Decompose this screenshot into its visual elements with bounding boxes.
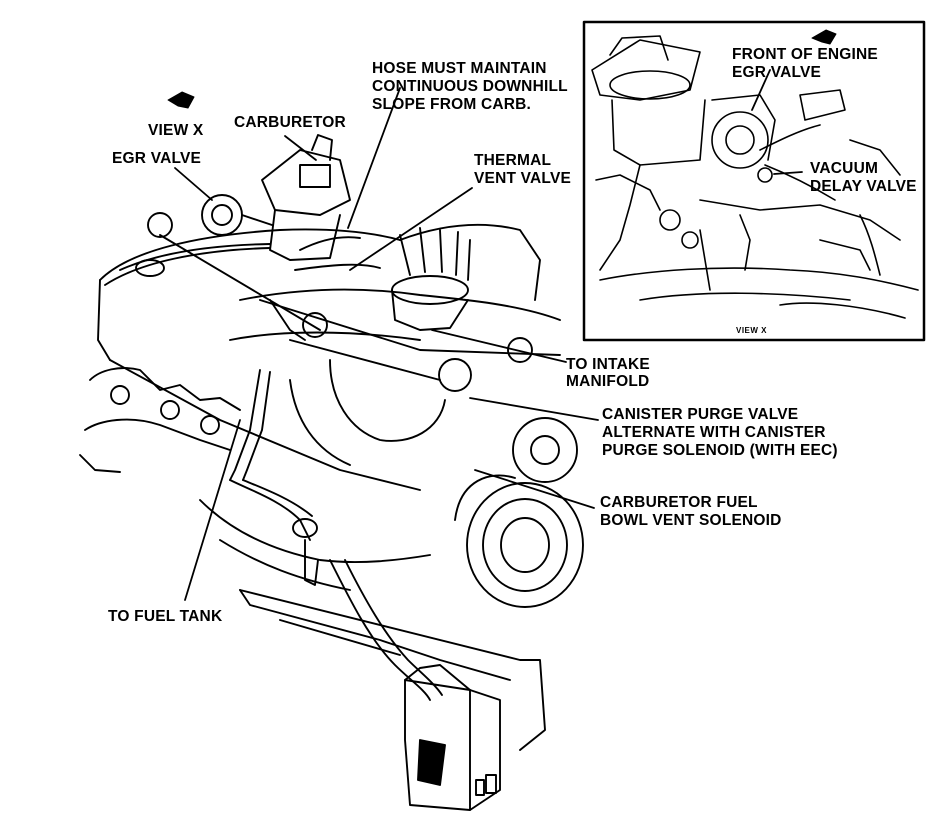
hose-note-line-3: SLOPE FROM CARB. bbox=[372, 96, 532, 113]
egr-valve-label: EGR VALVE bbox=[112, 150, 202, 167]
inset-front-of-engine-label: FRONT OF ENGINE bbox=[732, 46, 878, 63]
intake-line-1: TO INTAKE bbox=[566, 356, 650, 373]
intake-line-2: MANIFOLD bbox=[566, 373, 650, 390]
inset-egr-valve-label: EGR VALVE bbox=[732, 64, 822, 81]
inset-vacuum-line-2: DELAY VALVE bbox=[810, 178, 917, 195]
view-x-label: VIEW X bbox=[148, 122, 204, 139]
leader-lines bbox=[174, 87, 599, 601]
inset-view-x-caption: VIEW X bbox=[736, 326, 768, 335]
canister-line-3: PURGE SOLENOID (WITH EEC) bbox=[602, 442, 838, 459]
thermal-line-1: THERMAL bbox=[474, 152, 552, 169]
hose-note-line-2: CONTINUOUS DOWNHILL bbox=[372, 78, 568, 95]
thermal-line-2: VENT VALVE bbox=[474, 170, 572, 187]
canister-line-1: CANISTER PURGE VALVE bbox=[602, 406, 799, 423]
bowl-line-2: BOWL VENT SOLENOID bbox=[600, 512, 782, 529]
hose-note-line-1: HOSE MUST MAINTAIN bbox=[372, 60, 547, 77]
fuel-tank-label: TO FUEL TANK bbox=[108, 608, 223, 625]
inset-vacuum-line-1: VACUUM bbox=[810, 160, 879, 177]
carburetor-label: CARBURETOR bbox=[234, 114, 346, 131]
canister-line-2: ALTERNATE WITH CANISTER bbox=[602, 424, 826, 441]
main-engine-art bbox=[79, 134, 584, 811]
bowl-line-1: CARBURETOR FUEL bbox=[600, 494, 758, 511]
inset-engine-art bbox=[591, 35, 919, 319]
inset-frame bbox=[582, 20, 926, 342]
